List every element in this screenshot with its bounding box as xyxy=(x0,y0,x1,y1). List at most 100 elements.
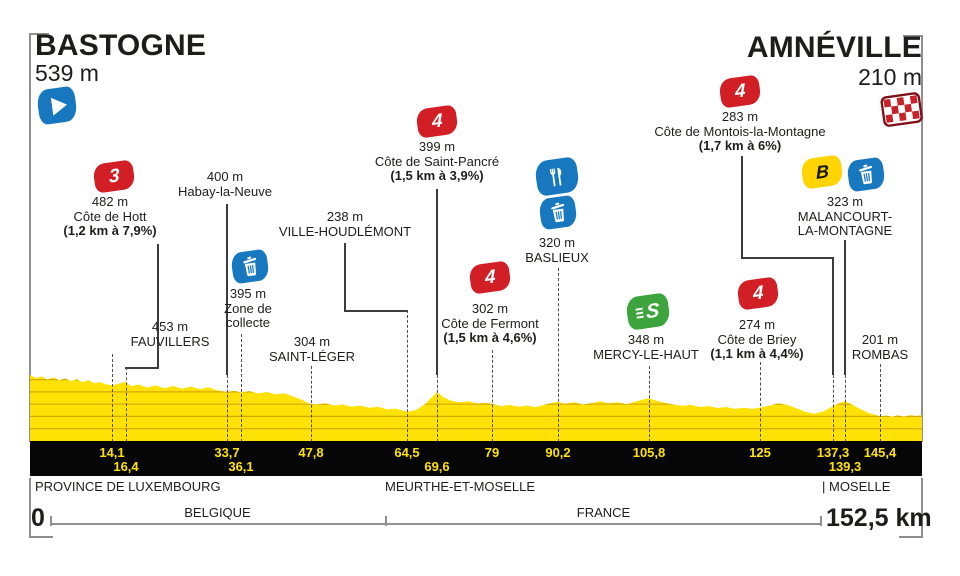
country-label-france: FRANCE xyxy=(576,505,631,520)
km-bar xyxy=(30,441,922,476)
km-marker: 139,3 xyxy=(828,459,862,474)
waypoint-name: ROMBAS xyxy=(851,346,909,362)
waypoint-name: Zone de xyxy=(224,300,272,316)
waypoint-name: FAUVILLERS xyxy=(130,333,210,349)
waypoint-elevation: 304 m xyxy=(293,334,331,349)
waypoint-elevation: 400 m xyxy=(206,169,244,184)
waypoint-elevation: 395 m xyxy=(229,286,267,301)
waypoint-line-dashed xyxy=(760,362,761,442)
country-label-belgique: BELGIQUE xyxy=(184,505,251,520)
waypoint-elevation: 320 m xyxy=(538,235,576,250)
waypoint-line-dashed xyxy=(126,367,127,442)
frame-top-right-horizontal xyxy=(903,35,923,37)
waypoint-elevation: 399 m xyxy=(418,139,456,154)
waypoint-line-dashed xyxy=(112,354,113,442)
km-marker: 105,8 xyxy=(632,445,666,460)
region-label-moselle: | MOSELLE xyxy=(822,479,891,494)
waypoint-name: Côte de Briey xyxy=(717,331,797,347)
waypoint-name: SAINT-LÉGER xyxy=(269,348,355,364)
waypoint-line-dashed xyxy=(845,375,846,442)
waypoint-line-dashed xyxy=(311,366,312,442)
km-marker: 64,5 xyxy=(394,445,420,460)
waypoint-stats: (1,5 km à 4,6%) xyxy=(443,330,537,346)
waypoint-line xyxy=(741,156,743,257)
country-axis-tick-border xyxy=(385,516,387,526)
start-city-title: BASTOGNE xyxy=(35,29,207,62)
km-marker: 33,7 xyxy=(214,445,240,460)
frame-bottom-right-horizontal xyxy=(899,536,923,538)
waypoint-name: MALANCOURT- xyxy=(797,208,893,224)
km-marker: 47,8 xyxy=(298,445,324,460)
feed-zone-icon xyxy=(533,156,581,197)
km-marker: 14,1 xyxy=(99,445,125,460)
waypoint-line-dashed xyxy=(880,364,881,442)
waypoint-elevation: 348 m xyxy=(627,332,665,347)
waypoint-line xyxy=(832,257,834,375)
waypoint-name: LA-MONTAGNE xyxy=(797,223,893,239)
waypoint-name: collecte xyxy=(225,315,271,331)
finish-city-elevation: 210 m xyxy=(858,64,922,90)
waypoint-elevation: 274 m xyxy=(738,317,776,332)
waypoint-elevation: 453 m xyxy=(151,319,189,334)
waypoint-name: MERCY-LE-HAUT xyxy=(593,346,699,362)
waypoint-line-dashed xyxy=(492,350,493,442)
waypoint-name: Habay-la-Neuve xyxy=(178,183,272,199)
km-marker: 137,3 xyxy=(816,445,850,460)
waypoint-stats: (1,7 km à 6%) xyxy=(698,138,782,154)
km-marker: 69,6 xyxy=(424,459,450,474)
waypoint-elevation: 283 m xyxy=(721,109,759,124)
elevation-profile-area xyxy=(30,374,922,441)
waypoint-stats: (1,5 km à 3,9%) xyxy=(390,168,484,184)
waypoint-line-dashed xyxy=(649,366,650,442)
waypoint-elevation: 201 m xyxy=(861,332,899,347)
waypoint-line-dashed xyxy=(407,310,408,442)
frame-right-edge xyxy=(921,35,923,442)
km-marker: 145,4 xyxy=(863,445,897,460)
waypoint-line-dashed xyxy=(437,375,438,442)
frame-bottom-right-vertical xyxy=(921,478,923,538)
waypoint-line xyxy=(844,240,846,375)
region-label-luxembourg: PROVINCE DE LUXEMBOURG xyxy=(35,479,221,494)
waypoint-elevation: 238 m xyxy=(326,209,364,224)
km-marker: 90,2 xyxy=(545,445,571,460)
waypoint-elbow xyxy=(344,310,408,312)
waypoint-line-dashed xyxy=(241,334,242,442)
waste-zone-icon xyxy=(230,248,270,285)
waypoint-name: Côte de Montois-la-Montagne xyxy=(654,123,826,139)
waypoint-name: VILLE-HOUDLÉMONT xyxy=(278,223,412,239)
country-axis-tick-start xyxy=(50,516,52,526)
km-marker: 36,1 xyxy=(228,459,254,474)
waypoint-line xyxy=(344,243,346,310)
waypoint-stats: (1,1 km à 4,4%) xyxy=(710,346,804,362)
km-marker: 125 xyxy=(749,445,771,460)
frame-top-left-horizontal xyxy=(29,33,49,35)
waypoint-line xyxy=(157,244,159,367)
start-city-elevation: 539 m xyxy=(35,60,99,86)
waypoint-line xyxy=(226,204,228,375)
waypoint-name: BASLIEUX xyxy=(525,249,589,265)
waypoint-elbow xyxy=(125,367,159,369)
waste-zone-icon xyxy=(538,194,578,231)
waypoint-elevation: 323 m xyxy=(826,194,864,209)
km-marker: 79 xyxy=(484,445,500,460)
km-marker: 16,4 xyxy=(113,459,139,474)
waypoint-name: Côte de Hott xyxy=(73,208,147,224)
finish-flag-icon xyxy=(880,91,925,132)
country-axis-tick-end xyxy=(820,516,822,526)
waste-zone-icon xyxy=(846,156,886,193)
waypoint-stats: (1,2 km à 7,9%) xyxy=(63,223,157,239)
